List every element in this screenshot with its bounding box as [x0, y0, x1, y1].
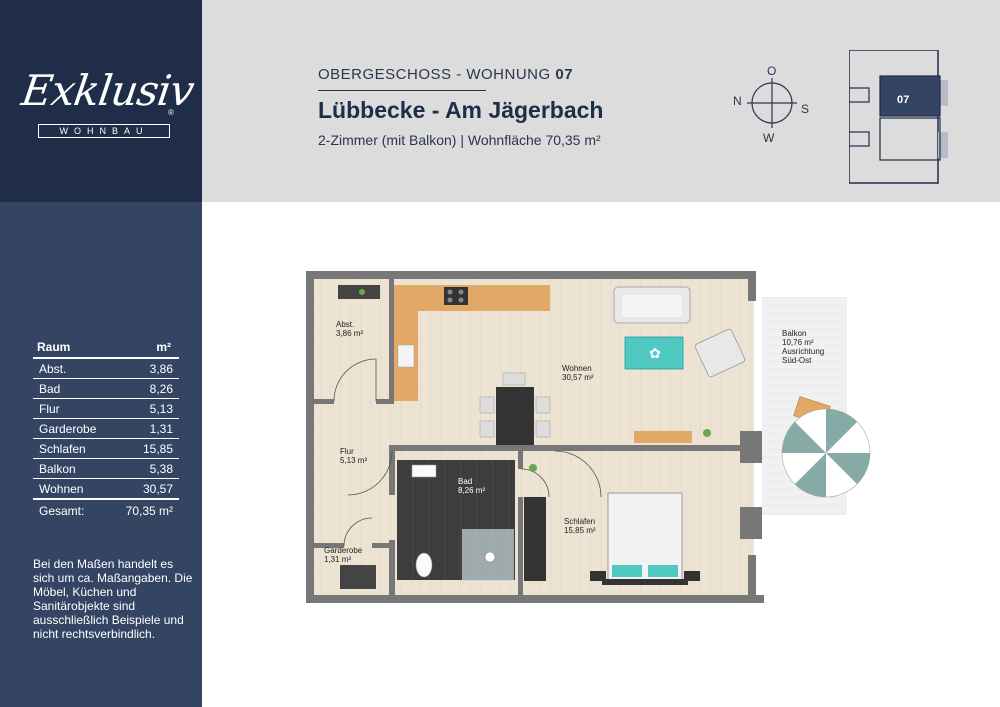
room-area: 5,38: [106, 458, 179, 479]
column-header-area: m²: [106, 338, 179, 359]
kitchen-counter: [394, 285, 550, 311]
room-name: Abst.: [33, 358, 107, 379]
floor-unit-kicker: OBERGESCHOSS - WOHNUNG 07: [318, 66, 573, 83]
sink: [397, 344, 415, 368]
header-divider: [318, 90, 486, 91]
wardrobe-bench: [340, 565, 376, 589]
floor-unit-prefix: OBERGESCHOSS - WOHNUNG: [318, 66, 556, 83]
storage-name: Abst.: [336, 320, 355, 329]
compass-rose: O S W N: [733, 64, 809, 146]
bath-name: Bad: [458, 477, 473, 486]
page-title: Lübbecke - Am Jägerbach: [318, 97, 604, 123]
table-row: Abst.3,86: [33, 358, 179, 379]
label-storage: Abst.3,86 m²: [336, 320, 363, 338]
apartment-detail: 2-Zimmer (mit Balkon) | Wohnfläche 70,35…: [318, 132, 601, 148]
bedroom-name: Schlafen: [564, 517, 596, 526]
room-name: Balkon: [33, 458, 107, 479]
armchair: [694, 328, 746, 378]
living-name: Wohnen: [562, 364, 592, 373]
header-panel: [202, 0, 1000, 202]
brand-subtitle: WOHNBAU: [38, 124, 170, 138]
key-plan-unit-label: 07: [897, 94, 910, 106]
floor-plan: ✿: [300, 265, 880, 610]
key-plan: 07: [848, 49, 949, 185]
total-row: Gesamt: 70,35 m²: [33, 499, 179, 520]
total-area: 70,35 m²: [125, 504, 173, 518]
table-header-row: Raum m²: [33, 338, 179, 359]
compass-north-label: O: [767, 64, 777, 78]
bath-area: 8,26 m²: [458, 486, 486, 495]
umbrella: [781, 408, 871, 498]
cloakroom-area: 1,31 m²: [324, 555, 352, 564]
room-area: 15,85: [106, 438, 179, 459]
key-plan-graphic: [848, 49, 948, 184]
room-name: Bad: [33, 378, 107, 399]
compass-icon: [747, 78, 797, 128]
room-area: 1,31: [106, 418, 179, 439]
hallway-area: 5,13 m²: [340, 456, 368, 465]
room-area: 3,86: [106, 358, 179, 379]
room-name: Schlafen: [33, 438, 107, 459]
unit-number: 07: [555, 66, 574, 83]
balcony-name: Balkon: [782, 329, 807, 338]
room-area: 8,26: [106, 378, 179, 399]
dining-table: [496, 387, 534, 445]
coffee-table: [624, 336, 684, 370]
compass-east-label: S: [801, 102, 810, 116]
compass-south-label: W: [763, 131, 775, 145]
room-area: 30,57: [106, 478, 179, 500]
compass-west-label: N: [733, 94, 742, 108]
tv-bench: [634, 431, 692, 443]
svg-text:✿: ✿: [649, 346, 661, 362]
toilet: [415, 552, 433, 578]
total-label: Gesamt:: [39, 504, 85, 518]
column-header-room: Raum: [33, 338, 107, 359]
disclaimer-text: Bei den Maßen handelt es sich um ca. Maß…: [33, 557, 193, 641]
bedroom-area: 15,85 m²: [564, 526, 596, 535]
balcony-area: 10,76 m²: [782, 338, 814, 347]
balcony-orientation: Süd-Ost: [782, 356, 812, 365]
cooktop: [444, 287, 468, 305]
room-name: Wohnen: [33, 478, 107, 500]
room-area: 5,13: [106, 398, 179, 419]
registered-mark: ®: [168, 108, 174, 117]
brand-panel: Exklusiv ® WOHNBAU: [0, 0, 202, 202]
room-name: Garderobe: [33, 418, 107, 439]
room-name: Flur: [33, 398, 107, 419]
cloakroom-name: Garderobe: [324, 546, 363, 555]
wardrobe: [524, 497, 546, 581]
living-area: 30,57 m²: [562, 373, 594, 382]
bath-sink: [411, 464, 437, 478]
storage-area: 3,86 m²: [336, 329, 364, 338]
hallway-name: Flur: [340, 447, 354, 456]
floor-plan-drawing: ✿: [306, 271, 871, 603]
balcony-orientation-label: Ausrichtung: [782, 347, 825, 356]
